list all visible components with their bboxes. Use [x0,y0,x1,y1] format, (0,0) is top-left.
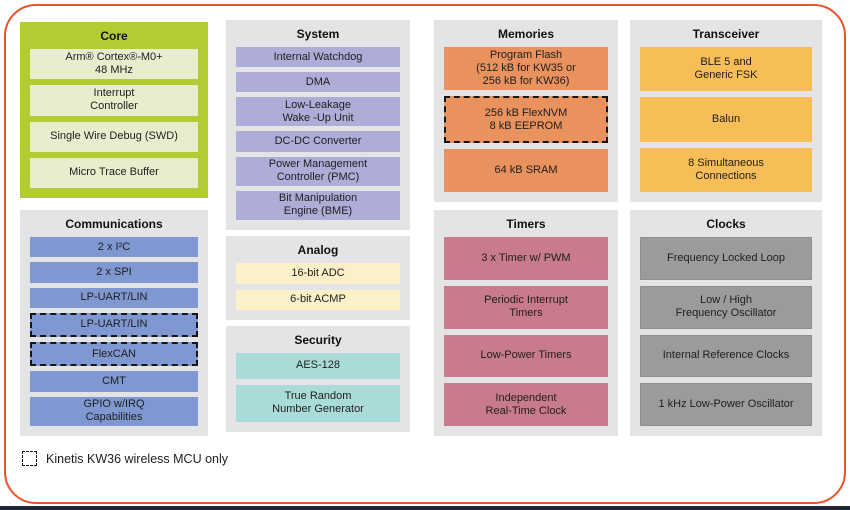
block-ble5-generic-fsk: BLE 5 and Generic FSK [640,47,812,92]
block-internal-watchdog: Internal Watchdog [236,47,400,68]
block-spi: 2 x SPI [30,262,198,283]
block-acmp: 6-bit ACMP [236,289,400,310]
block-lpuart-lin-2-kw36-only: LP-UART/LIN [30,312,198,338]
block-micro-trace-buffer: Micro Trace Buffer [30,157,198,188]
kw36-only-dashed-swatch-icon [22,451,37,466]
block-low-power-timers: Low-Power Timers [444,334,608,378]
slide-footer-rule [0,506,850,510]
group-memories: Memories Program Flash (512 kB for KW35 … [434,20,618,202]
group-timers-title: Timers [506,217,546,231]
block-i2c: 2 x I²C [30,237,198,258]
group-core: Core Arm® Cortex®-M0+ 48 MHz Interrupt C… [20,22,208,198]
block-low-high-freq-oscillator: Low / High Frequency Oscillator [640,285,812,329]
legend-label: Kinetis KW36 wireless MCU only [46,451,228,466]
group-analog-cells: 16-bit ADC 6-bit ACMP [226,261,410,320]
block-fll: Frequency Locked Loop [640,237,812,280]
group-system-title: System [296,27,340,41]
block-simultaneous-connections: 8 Simultaneous Connections [640,147,812,192]
group-clocks-cells: Frequency Locked Loop Low / High Frequen… [630,235,822,436]
block-cmt: CMT [30,371,198,392]
block-llwu: Low-Leakage Wake -Up Unit [236,97,400,127]
block-bme: Bit Manipulation Engine (BME) [236,190,400,221]
group-security-cells: AES-128 True Random Number Generator [226,351,410,432]
group-analog: Analog 16-bit ADC 6-bit ACMP [226,236,410,320]
group-core-cells: Arm® Cortex®-M0+ 48 MHz Interrupt Contro… [20,47,208,198]
group-system-cells: Internal Watchdog DMA Low-Leakage Wake -… [226,45,410,230]
group-core-title: Core [100,29,128,43]
group-transceiver: Transceiver BLE 5 and Generic FSK Balun … [630,20,822,202]
block-timer-pwm: 3 x Timer w/ PWM [444,237,608,280]
block-dma: DMA [236,72,400,93]
block-internal-reference-clocks: Internal Reference Clocks [640,334,812,378]
group-communications: Communications 2 x I²C 2 x SPI LP-UART/L… [20,210,208,436]
group-clocks-title: Clocks [706,217,746,231]
block-program-flash: Program Flash (512 kB for KW35 or 256 kB… [444,47,608,90]
block-periodic-interrupt-timers: Periodic Interrupt Timers [444,285,608,329]
block-trng: True Random Number Generator [236,384,400,422]
group-system: System Internal Watchdog DMA Low-Leakage… [226,20,410,230]
block-balun: Balun [640,97,812,142]
block-interrupt-controller: Interrupt Controller [30,85,198,116]
block-aes-128: AES-128 [236,353,400,379]
block-single-wire-debug: Single Wire Debug (SWD) [30,121,198,152]
block-flexcan-kw36-only: FlexCAN [30,342,198,367]
block-rtc: Independent Real-Time Clock [444,383,608,426]
group-transceiver-cells: BLE 5 and Generic FSK Balun 8 Simultaneo… [630,45,822,202]
group-transceiver-title: Transceiver [692,27,760,41]
block-cortex-m0: Arm® Cortex®-M0+ 48 MHz [30,49,198,80]
block-sram: 64 kB SRAM [444,149,608,192]
group-timers: Timers 3 x Timer w/ PWM Periodic Interru… [434,210,618,436]
block-flexnvm-eeprom-kw36-only: 256 kB FlexNVM 8 kB EEPROM [444,96,608,143]
group-security-title: Security [294,333,342,347]
group-security: Security AES-128 True Random Number Gene… [226,326,410,432]
group-timers-cells: 3 x Timer w/ PWM Periodic Interrupt Time… [434,235,618,436]
block-lpuart-lin-1: LP-UART/LIN [30,287,198,308]
block-gpio-irq: GPIO w/IRQ Capabilities [30,396,198,426]
group-clocks: Clocks Frequency Locked Loop Low / High … [630,210,822,436]
legend: Kinetis KW36 wireless MCU only [22,451,228,466]
group-communications-cells: 2 x I²C 2 x SPI LP-UART/LIN LP-UART/LIN … [20,235,208,436]
group-memories-cells: Program Flash (512 kB for KW35 or 256 kB… [434,45,618,202]
block-dcdc-converter: DC-DC Converter [236,131,400,152]
group-analog-title: Analog [297,243,339,257]
block-1khz-low-power-oscillator: 1 kHz Low-Power Oscillator [640,383,812,426]
block-adc: 16-bit ADC [236,263,400,284]
group-memories-title: Memories [497,27,555,41]
block-pmc: Power Management Controller (PMC) [236,156,400,186]
group-communications-title: Communications [65,217,163,231]
